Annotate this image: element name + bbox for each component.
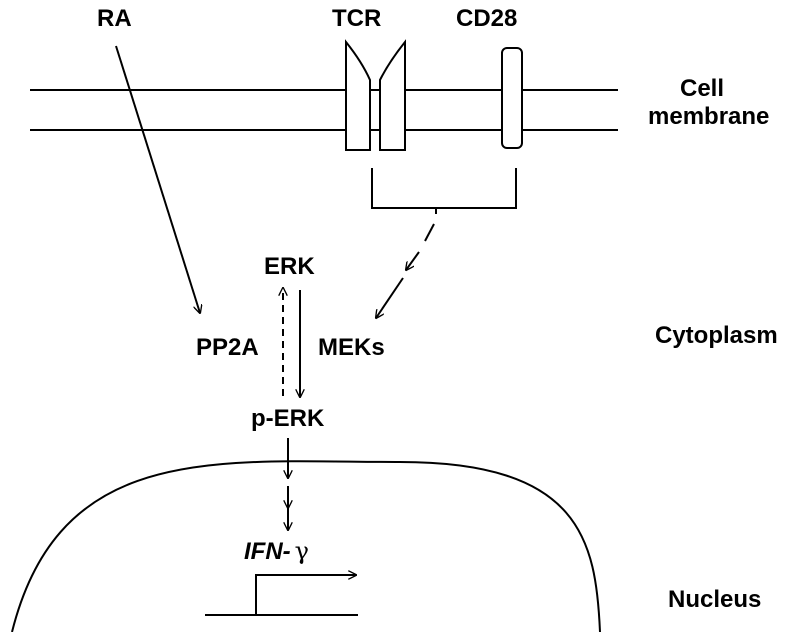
ra-label: RA bbox=[97, 5, 132, 32]
pp2a-label: PP2A bbox=[196, 334, 259, 361]
cell-membrane-label-line2: membrane bbox=[648, 103, 769, 130]
ifn-prefix: IFN- bbox=[244, 538, 291, 565]
cd28-receptor bbox=[501, 47, 523, 149]
receptor-bracket bbox=[371, 168, 517, 214]
transcription-start-arrow bbox=[255, 575, 356, 615]
meks-label: MEKs bbox=[318, 334, 385, 361]
tcr-receptor bbox=[345, 39, 406, 151]
cytoplasm-label: Cytoplasm bbox=[655, 322, 778, 349]
nucleus-envelope bbox=[11, 460, 601, 632]
ifn-gene bbox=[205, 575, 358, 616]
gamma-symbol: γ bbox=[295, 537, 309, 565]
ifn-gamma-label: IFN-γ bbox=[244, 537, 309, 565]
cd28-label: CD28 bbox=[456, 5, 517, 32]
tcr-left-subunit bbox=[345, 39, 371, 151]
nucleus-label: Nucleus bbox=[668, 586, 761, 613]
tcr-right-subunit bbox=[379, 39, 406, 151]
cell-membrane bbox=[30, 89, 618, 131]
p-erk-label: p-ERK bbox=[251, 405, 325, 432]
cell-membrane-label-line1: Cell bbox=[680, 75, 724, 102]
erk-label: ERK bbox=[264, 253, 315, 280]
tcr-label: TCR bbox=[332, 5, 381, 32]
receptor-to-meks-arrow bbox=[376, 223, 435, 318]
ra-to-pp2a-arrow bbox=[115, 45, 200, 313]
